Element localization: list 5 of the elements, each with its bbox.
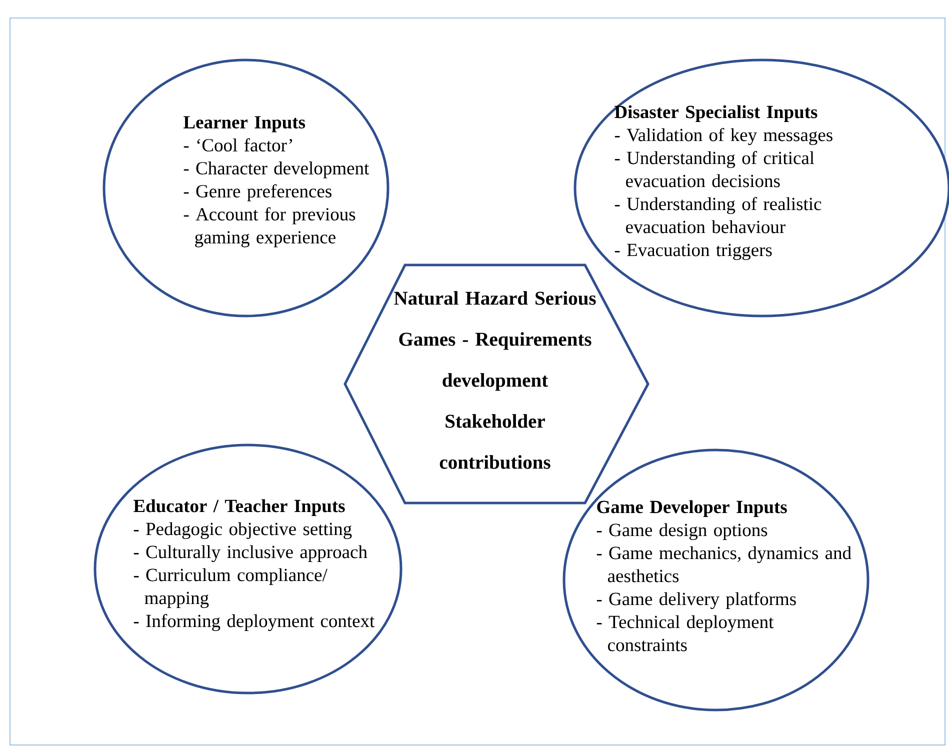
node-label: - Evacuation triggers: [614, 244, 772, 260]
node-label: - Validation of key messages: [614, 128, 832, 146]
node-label: Disaster Specialist Inputs: [614, 105, 818, 122]
node-label: - Understanding of critical evacuation decisions: [614, 151, 814, 188]
node-label: - Understanding of realistic evacuation behaviour: [614, 197, 822, 234]
